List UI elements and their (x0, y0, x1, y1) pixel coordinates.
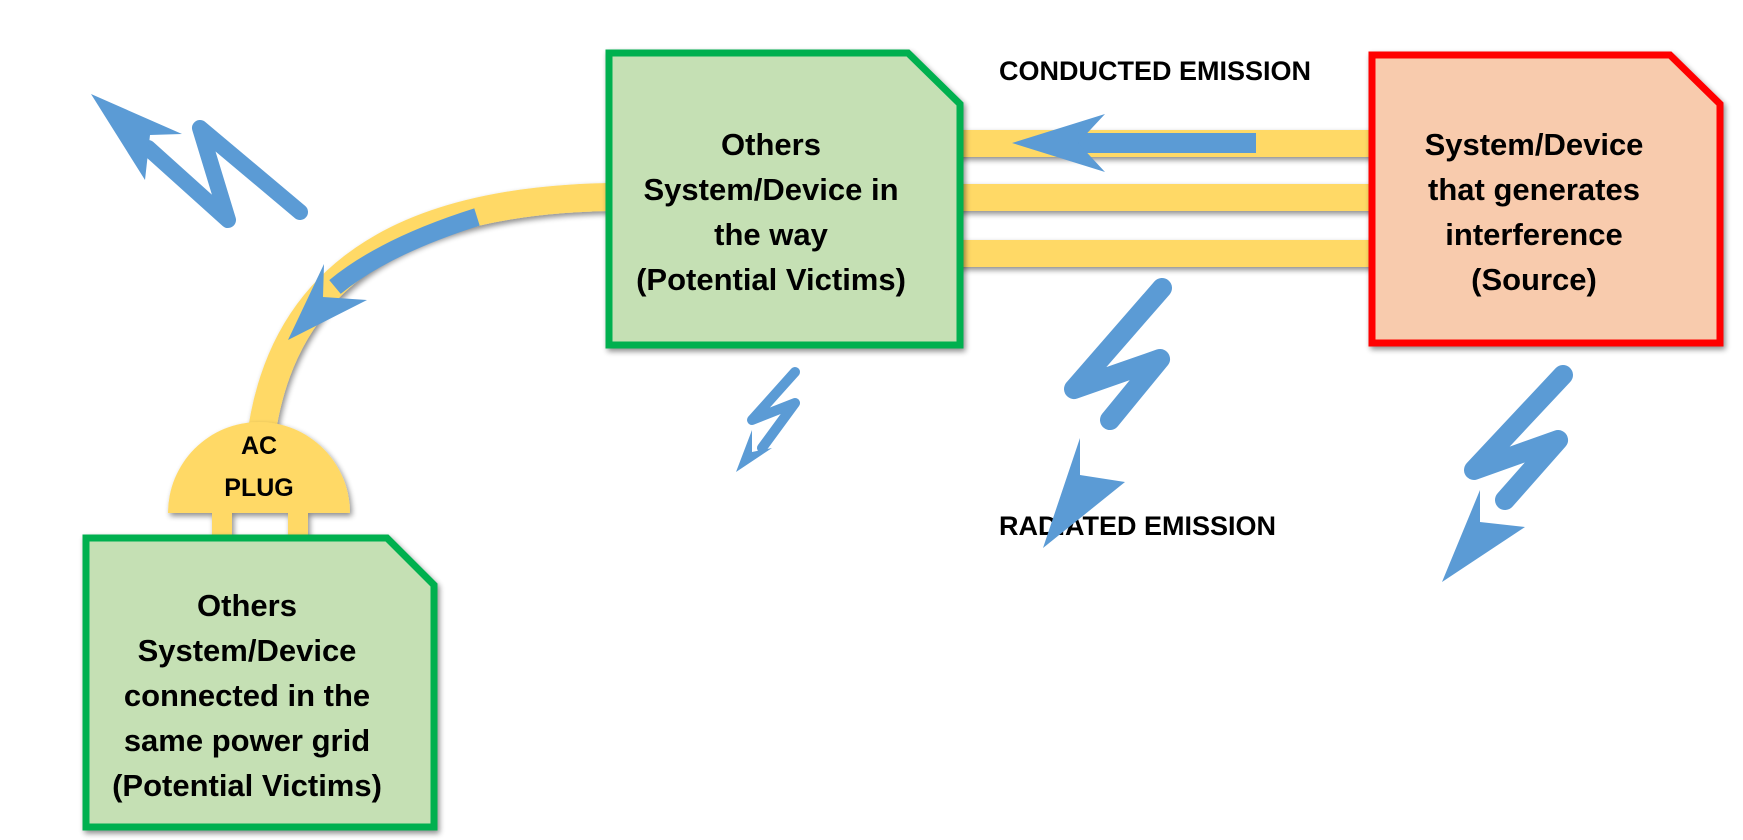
victim-inline-line-1: Others (721, 127, 821, 162)
lightning-bolt-icon (91, 94, 308, 228)
lightning-bolt-icon (1442, 365, 1573, 582)
victim-inline-line-4: (Potential Victims) (636, 262, 906, 297)
source-line-2: that generates (1428, 172, 1640, 207)
victim-grid-line-3: connected in the (124, 678, 370, 713)
curved-arrow-icon (288, 208, 480, 340)
victim-inline-line-2: System/Device in (643, 172, 898, 207)
lightning-bolt-icon (736, 367, 800, 472)
source-line-4: (Source) (1471, 262, 1597, 297)
plug-label-line-1: AC (241, 432, 277, 460)
victim-grid-line-1: Others (197, 588, 297, 623)
victim-inline-box (605, 49, 964, 349)
cable-2 (955, 184, 1375, 211)
radiated-emission-label: RADIATED EMISSION (999, 511, 1276, 541)
arrow-left-icon (1012, 114, 1256, 172)
victim-grid-box (82, 534, 438, 831)
plug-label-line-2: PLUG (224, 474, 293, 502)
source-line-3: interference (1445, 217, 1622, 252)
lightning-bolt-icon (1043, 278, 1172, 548)
conducted-emission-label: CONDUCTED EMISSION (999, 56, 1311, 86)
victim-grid-line-5: (Potential Victims) (112, 768, 382, 803)
victim-inline-line-3: the way (714, 217, 828, 252)
cable-3 (955, 240, 1375, 267)
source-line-1: System/Device (1425, 127, 1644, 162)
source-box (1368, 51, 1724, 347)
victim-grid-line-4: same power grid (124, 723, 370, 758)
victim-grid-line-2: System/Device (138, 633, 357, 668)
